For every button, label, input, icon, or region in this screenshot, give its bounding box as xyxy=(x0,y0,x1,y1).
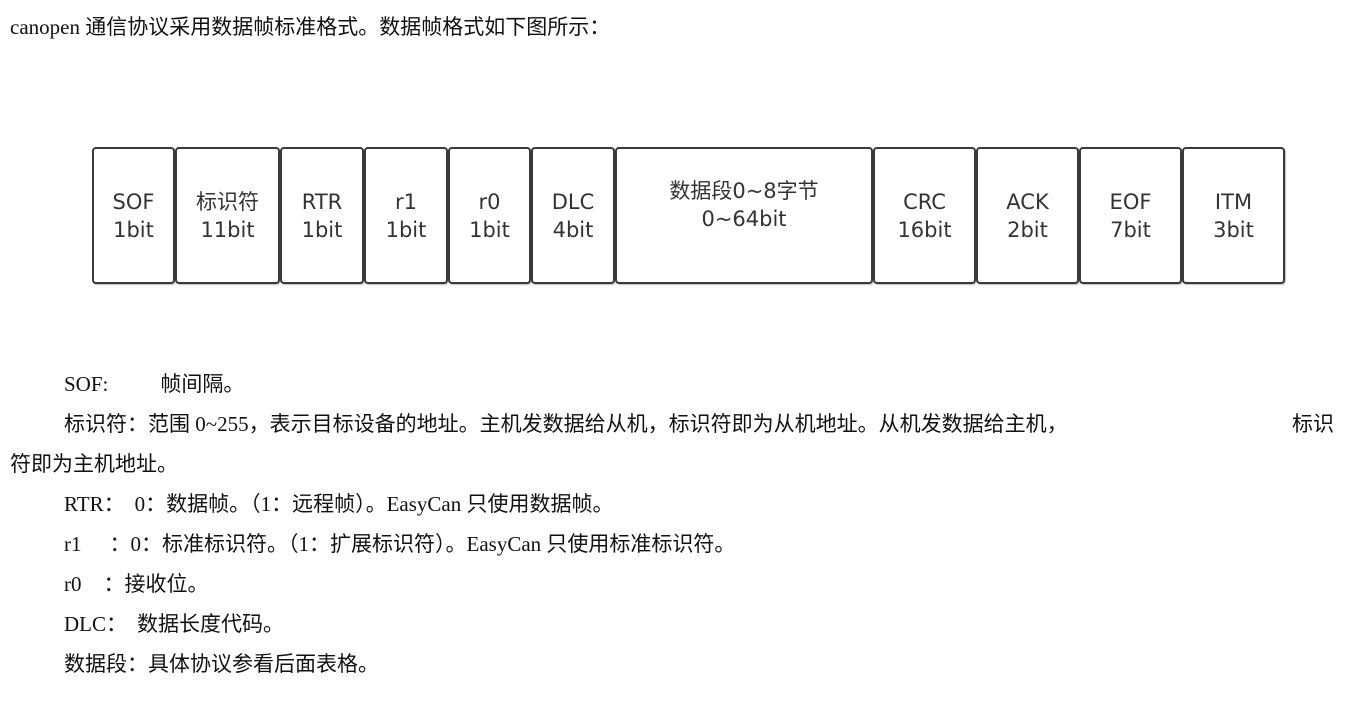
field-bits: 1bit xyxy=(385,217,427,242)
desc-dlc: DLC： 数据长度代码。 xyxy=(64,609,284,639)
desc-term: RTR： xyxy=(64,492,125,516)
desc-text: 接收位。 xyxy=(124,572,209,596)
desc-identifier-line1-end: 标识 xyxy=(1292,412,1334,436)
desc-rtr: RTR： 0：数据帧。（1：远程帧）。EasyCan 只使用数据帧。 xyxy=(64,489,614,519)
field-bits: 1bit xyxy=(113,217,154,242)
desc-sof: SOF: 帧间隔。 xyxy=(64,369,244,399)
frame-field-sof: SOF 1bit xyxy=(92,147,175,284)
field-bits: 0~64bit xyxy=(701,206,787,231)
field-name: 数据段0~8字节 xyxy=(669,178,819,203)
field-name: DLC xyxy=(551,189,595,214)
intro-text: canopen 通信协议采用数据帧标准格式。数据帧格式如下图所示： xyxy=(10,15,611,39)
frame-field-crc: CRC 16bit xyxy=(873,147,976,284)
field-bits: 2bit xyxy=(1007,217,1048,242)
field-name: r1 xyxy=(395,189,417,214)
frame-field-data: 数据段0~8字节 0~64bit xyxy=(615,147,873,284)
desc-term: DLC： xyxy=(64,612,127,636)
frame-field-identifier: 标识符 11bit xyxy=(175,147,280,284)
field-name: EOF xyxy=(1109,189,1152,214)
frame-field-itm: ITM 3bit xyxy=(1182,147,1285,284)
desc-text: 帧间隔。 xyxy=(160,372,245,396)
desc-colon: ： xyxy=(109,532,131,556)
desc-text: 0：标准标识符。（1：扩展标识符）。EasyCan 只使用标准标识符。 xyxy=(130,532,736,556)
frame-field-rtr: RTR 1bit xyxy=(280,147,364,284)
desc-term: r1 xyxy=(64,532,82,556)
field-name: 标识符 xyxy=(196,189,259,214)
field-bits: 4bit xyxy=(552,217,594,242)
desc-identifier-line2: 符即为主机地址。 xyxy=(10,452,178,476)
field-name: CRC xyxy=(903,189,946,214)
desc-data-segment: 数据段：具体协议参看后面表格。 xyxy=(64,652,379,676)
field-bits: 1bit xyxy=(469,217,510,242)
frame-field-dlc: DLC 4bit xyxy=(531,147,615,284)
field-name: r0 xyxy=(478,189,501,214)
desc-text: 数据长度代码。 xyxy=(137,612,284,636)
desc-colon: ： xyxy=(103,572,125,596)
field-bits: 3bit xyxy=(1213,217,1254,242)
field-name: SOF xyxy=(112,189,155,214)
desc-r0: r0 ：接收位。 xyxy=(64,569,209,599)
frame-field-r1: r1 1bit xyxy=(364,147,448,284)
frame-field-eof: EOF 7bit xyxy=(1079,147,1182,284)
field-name: ITM xyxy=(1214,189,1253,214)
field-name: RTR xyxy=(301,189,343,214)
field-bits: 16bit xyxy=(897,217,952,242)
frame-field-ack: ACK 2bit xyxy=(976,147,1079,284)
desc-identifier-line1: 标识符：范围 0~255，表示目标设备的地址。主机发数据给从机，标识符即为从机地… xyxy=(64,412,1068,436)
desc-r1: r1 ：0：标准标识符。（1：扩展标识符）。EasyCan 只使用标准标识符。 xyxy=(64,529,735,559)
desc-term: r0 xyxy=(64,572,82,596)
desc-text: 0：数据帧。（1：远程帧）。EasyCan 只使用数据帧。 xyxy=(134,492,614,516)
field-name: ACK xyxy=(1006,189,1049,214)
frame-field-r0: r0 1bit xyxy=(448,147,531,284)
desc-term: SOF: xyxy=(64,372,109,396)
field-bits: 11bit xyxy=(200,217,255,242)
field-bits: 1bit xyxy=(301,217,343,242)
field-bits: 7bit xyxy=(1110,217,1151,242)
